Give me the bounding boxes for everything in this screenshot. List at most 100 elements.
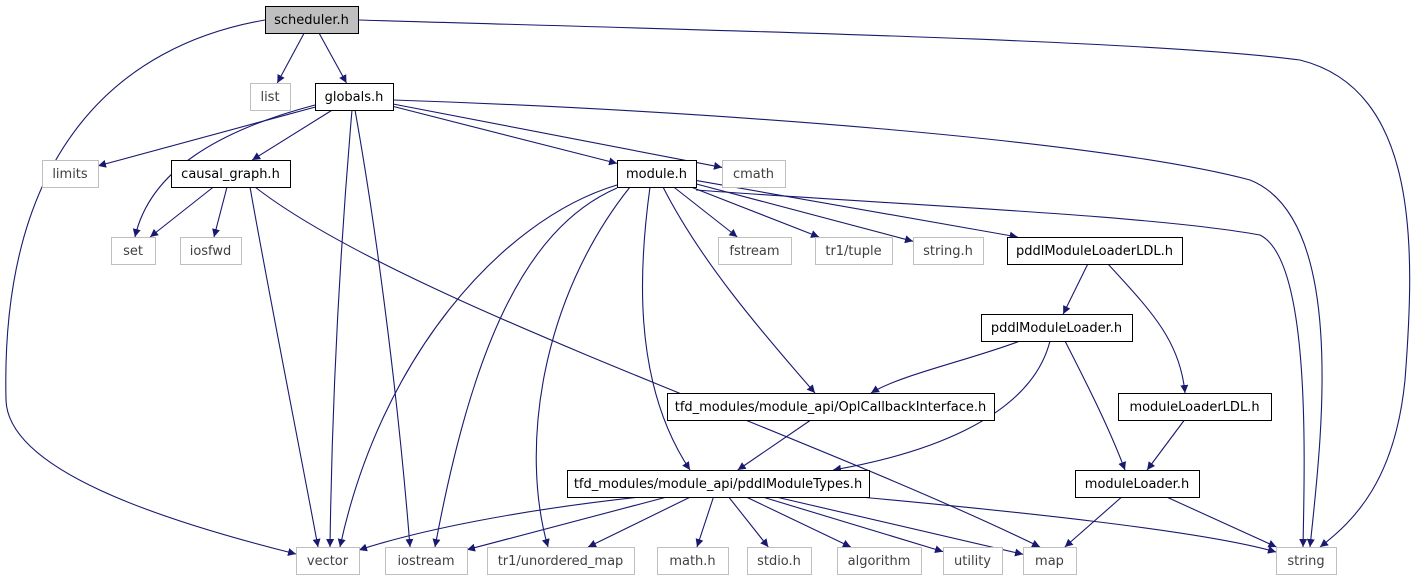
- node-umap-label: tr1/unordered_map: [498, 554, 624, 569]
- node-set-box: [111, 237, 156, 265]
- edge-globals-to-limits: [97, 106, 316, 168]
- edge-pmt-to-stdioh: [728, 496, 769, 548]
- node-list-label: list: [260, 90, 279, 105]
- node-pml-label: pddlModuleLoader.h: [991, 321, 1122, 336]
- node-limits-box: [42, 160, 99, 188]
- edge-pmt-to-umap: [587, 496, 691, 548]
- node-pmlldl-label: pddlModuleLoaderLDL.h: [1016, 244, 1173, 259]
- node-vector-box: [296, 547, 360, 575]
- node-mlldl-label: moduleLoaderLDL.h: [1129, 400, 1259, 415]
- node-vector: vector: [296, 547, 360, 575]
- node-map-box: [1023, 547, 1077, 575]
- edge-pml-to-ml: [1064, 340, 1126, 471]
- node-fstream-box: [718, 237, 792, 265]
- node-mlldl-box: [1118, 393, 1272, 421]
- edge-module-to-string: [695, 189, 1308, 548]
- node-stdioh: stdio.h: [747, 547, 812, 575]
- node-causal[interactable]: causal_graph.h: [171, 160, 291, 188]
- node-vector-label: vector: [307, 554, 349, 569]
- node-pmlldl[interactable]: pddlModuleLoaderLDL.h: [1007, 237, 1183, 265]
- node-globals-box: [315, 83, 394, 111]
- edge-scheduler-to-globals: [318, 32, 347, 84]
- edge-pmt-to-mathh: [695, 496, 715, 548]
- node-ml-label: moduleLoader.h: [1085, 477, 1189, 492]
- node-fstream-label: fstream: [729, 244, 779, 259]
- node-layer: scheduler.h list globals.h limits causal_gra…: [42, 6, 1337, 575]
- edge-module-to-tuple: [690, 186, 820, 238]
- edge-causal-to-iosfwd: [212, 186, 228, 238]
- node-string-box: [1276, 547, 1337, 575]
- edge-module-to-pmlldl: [695, 179, 1018, 240]
- node-causal-label: causal_graph.h: [181, 167, 280, 182]
- node-opl[interactable]: tfd_modules/module_api/OplCallbackInterf…: [667, 393, 995, 421]
- node-scheduler[interactable]: scheduler.h: [265, 6, 359, 34]
- node-stringh-box: [913, 237, 984, 265]
- node-mathh-label: math.h: [669, 554, 715, 569]
- node-algorithm-box: [837, 547, 922, 575]
- edge-pmt-to-utility: [762, 496, 944, 554]
- edge-pmlldl-to-mlldl: [1107, 263, 1189, 394]
- node-cmath: cmath: [722, 160, 786, 188]
- node-pml[interactable]: pddlModuleLoader.h: [981, 314, 1133, 342]
- edge-module-to-opl: [662, 186, 816, 394]
- node-cmath-box: [722, 160, 786, 188]
- node-utility-label: utility: [954, 554, 991, 569]
- node-opl-label: tfd_modules/module_api/OplCallbackInterf…: [675, 400, 987, 415]
- node-list: list: [250, 83, 291, 111]
- node-iostream-box: [385, 547, 468, 575]
- node-fstream: fstream: [718, 237, 792, 265]
- edge-globals-to-causal: [251, 109, 333, 161]
- node-mathh: math.h: [657, 547, 729, 575]
- edge-pmt-to-vector: [358, 496, 641, 552]
- node-set: set: [111, 237, 156, 265]
- node-stdioh-label: stdio.h: [757, 554, 801, 569]
- edge-module-to-pmt: [641, 186, 691, 471]
- edge-causal-to-set: [149, 186, 214, 238]
- node-globals[interactable]: globals.h: [315, 83, 394, 111]
- edge-causal-to-map: [254, 186, 1041, 548]
- edge-pmt-to-algorithm: [745, 496, 852, 548]
- node-stringh-label: string.h: [923, 244, 973, 259]
- edge-globals-to-set: [132, 104, 316, 238]
- edge-globals-to-module: [392, 105, 618, 166]
- node-algorithm: algorithm: [837, 547, 922, 575]
- node-opl-box: [667, 393, 995, 421]
- node-pml-box: [981, 314, 1133, 342]
- node-mlldl[interactable]: moduleLoaderLDL.h: [1118, 393, 1272, 421]
- node-string: string: [1276, 547, 1337, 575]
- edge-pmt-to-iostream: [466, 496, 667, 552]
- node-utility-box: [943, 547, 1003, 575]
- edge-globals-to-string: [392, 99, 1323, 548]
- node-ml-box: [1075, 470, 1200, 498]
- edge-globals-to-vector: [326, 109, 353, 548]
- node-pmlldl-box: [1007, 237, 1183, 265]
- node-iostream-label: iostream: [397, 554, 454, 569]
- node-iosfwd-label: iosfwd: [190, 244, 232, 259]
- node-list-box: [250, 83, 291, 111]
- edge-module-to-umap: [535, 186, 631, 548]
- node-algorithm-label: algorithm: [848, 554, 911, 569]
- edge-scheduler-to-vector: [5, 19, 297, 556]
- node-ml[interactable]: moduleLoader.h: [1075, 470, 1200, 498]
- edge-mlldl-to-ml: [1146, 419, 1185, 471]
- node-map: map: [1023, 547, 1077, 575]
- edge-pmt-to-string: [859, 496, 1277, 554]
- node-stringh: string.h: [913, 237, 984, 265]
- node-tuple: tr1/tuple: [815, 237, 893, 265]
- edge-scheduler-to-list: [276, 32, 305, 84]
- node-module-label: module.h: [626, 167, 687, 182]
- node-globals-label: globals.h: [325, 90, 384, 105]
- edge-globals-to-cmath: [392, 103, 723, 170]
- node-module[interactable]: module.h: [617, 160, 697, 188]
- node-iosfwd-box: [180, 237, 242, 265]
- node-iosfwd: iosfwd: [180, 237, 242, 265]
- edge-module-to-stringh: [695, 183, 914, 244]
- node-umap: tr1/unordered_map: [487, 547, 635, 575]
- edge-layer: [5, 19, 1411, 557]
- node-pmt[interactable]: tfd_modules/module_api/pddlModuleTypes.h: [567, 470, 870, 498]
- node-limits: limits: [42, 160, 99, 188]
- node-module-box: [617, 160, 697, 188]
- edge-module-to-fstream: [673, 186, 738, 238]
- node-map-label: map: [1035, 554, 1064, 569]
